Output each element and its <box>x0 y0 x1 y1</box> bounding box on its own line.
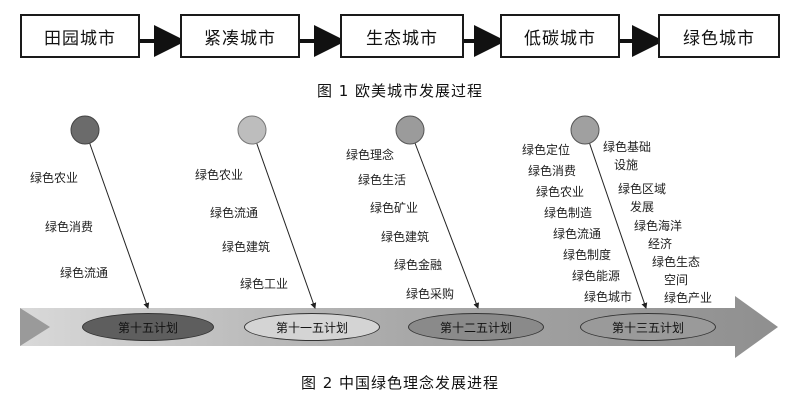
figure-2-caption: 图 2 中国绿色理念发展进程 <box>300 374 500 392</box>
plan13-5-item: 绿色区域 <box>618 182 667 196</box>
plan-ellipse-12-5: 第十二五计划 <box>408 313 544 341</box>
plan12-5-item: 绿色矿业 <box>370 201 419 215</box>
stage-box-green-city: 绿色城市 <box>658 14 780 58</box>
stage-box-garden-city: 田园城市 <box>20 14 140 58</box>
plan13-5-item: 绿色城市 <box>584 290 633 304</box>
plan13-5-item: 经济 <box>648 237 673 251</box>
plan15-item: 绿色流通 <box>60 266 109 280</box>
plan13-5-item: 绿色农业 <box>536 185 585 199</box>
plan-ellipse-13-5: 第十三五计划 <box>580 313 716 341</box>
stage-box-low-carbon-city: 低碳城市 <box>500 14 620 58</box>
plan13-5-item: 空间 <box>664 273 689 287</box>
plan11-5-item: 绿色农业 <box>195 168 244 182</box>
plan15-item: 绿色消费 <box>45 220 94 234</box>
plan12-5-item: 绿色建筑 <box>381 230 430 244</box>
plan12-5-item: 绿色采购 <box>406 287 455 301</box>
milestone-circle-11-5 <box>237 115 267 145</box>
plan12-5-item: 绿色金融 <box>394 258 443 272</box>
milestone-circle-12-5 <box>395 115 425 145</box>
milestone-circle-13-5 <box>570 115 600 145</box>
plan13-5-item: 绿色流通 <box>553 227 602 241</box>
plan13-5-item: 绿色产业 <box>664 291 713 305</box>
connector-15 <box>84 129 150 309</box>
plan13-5-item: 绿色基础 <box>603 140 652 154</box>
figure-1-caption: 图 1 欧美城市发展过程 <box>316 82 484 100</box>
milestone-circle-15 <box>70 115 100 145</box>
plan-ellipse-15: 第十五计划 <box>82 313 214 341</box>
plan12-5-item: 绿色生活 <box>358 173 407 187</box>
stage-box-eco-city: 生态城市 <box>340 14 464 58</box>
plan13-5-item: 绿色生态 <box>652 255 701 269</box>
plan15-item: 绿色农业 <box>30 171 79 185</box>
plan13-5-item: 绿色能源 <box>572 269 621 283</box>
plan-ellipse-11-5: 第十一五计划 <box>244 313 380 341</box>
plan11-5-item: 绿色流通 <box>210 206 259 220</box>
plan13-5-item: 绿色消费 <box>528 164 577 178</box>
connector-11-5 <box>251 129 317 309</box>
connector-13-5 <box>584 129 648 309</box>
plan13-5-item: 绿色定位 <box>522 143 571 157</box>
plan13-5-item: 绿色海洋 <box>634 219 683 233</box>
timeline-arrow <box>20 296 778 358</box>
plan11-5-item: 绿色工业 <box>240 277 289 291</box>
plan13-5-item: 绿色制度 <box>563 248 612 262</box>
plan13-5-item: 发展 <box>630 200 655 214</box>
plan13-5-item: 设施 <box>614 158 639 172</box>
connector-12-5 <box>409 129 480 309</box>
plan13-5-item: 绿色制造 <box>544 206 593 220</box>
plan11-5-item: 绿色建筑 <box>222 240 271 254</box>
stage-box-compact-city: 紧凑城市 <box>180 14 300 58</box>
plan12-5-item: 绿色理念 <box>346 148 395 162</box>
timeline-tail <box>20 308 50 346</box>
